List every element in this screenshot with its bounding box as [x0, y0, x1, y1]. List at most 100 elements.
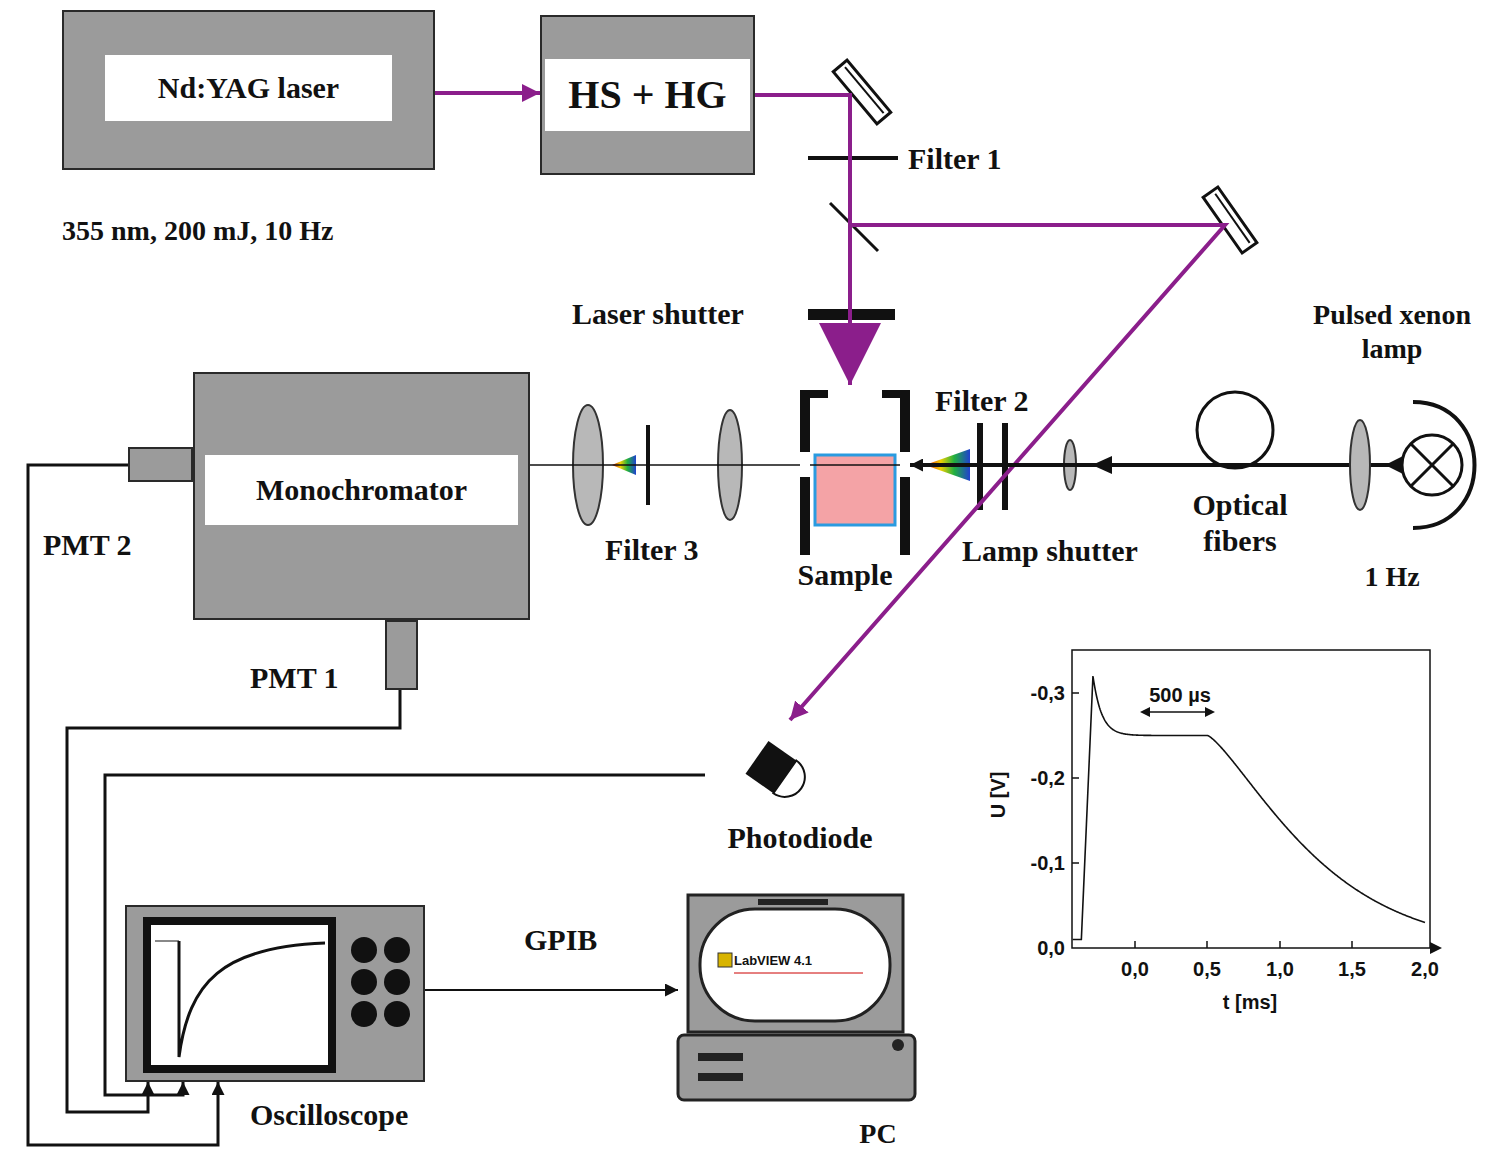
- screen: [147, 921, 332, 1069]
- knob: [351, 1001, 377, 1027]
- monitor: [688, 895, 903, 1032]
- axis-ticks: [1072, 693, 1352, 948]
- mirror-face: [1215, 194, 1249, 243]
- arrow-head: [1140, 707, 1150, 717]
- lens: [1350, 420, 1370, 510]
- tick: [1134, 941, 1136, 948]
- fiber-coil: [1197, 392, 1273, 468]
- oscilloscope: Oscilloscope: [125, 905, 425, 1082]
- lamp-cross: [1411, 444, 1453, 486]
- node-drawing: [800, 385, 910, 555]
- part-label: Filter 3: [605, 532, 730, 568]
- knob: [351, 969, 377, 995]
- node-drawing: [127, 907, 427, 1084]
- photodiode-icon: [746, 741, 813, 805]
- axis-label: 0,0: [1003, 936, 1065, 960]
- node-label: Monochromator: [205, 455, 518, 525]
- software-logo: [718, 953, 732, 967]
- node-sublabel: LabVIEW 4.1: [734, 953, 864, 969]
- laser-box: Nd:YAG laser: [62, 10, 435, 170]
- axis-label: -0,3: [1003, 681, 1065, 705]
- photodiode: Photodiode: [705, 720, 895, 860]
- tick: [1279, 941, 1281, 948]
- node-label: PC: [843, 1117, 913, 1151]
- optical-axis: [810, 464, 900, 466]
- node-label: Photodiode: [705, 820, 895, 856]
- node-label: Pulsed xenon lamp: [1307, 298, 1477, 365]
- node-label: PMT 2: [43, 527, 163, 563]
- node-label: Sample: [785, 557, 905, 593]
- logo-underline: [734, 973, 863, 974]
- holder-bar: [800, 390, 828, 398]
- axis-label: 500 µs: [1125, 683, 1235, 707]
- harmonic-box: HS + HG: [540, 15, 755, 175]
- part-label: Optical fibers: [1170, 487, 1310, 559]
- node-drawing: [678, 895, 915, 1100]
- connector: [755, 95, 1225, 720]
- connector-label: GPIB: [520, 922, 601, 958]
- trace-baseline: [155, 940, 179, 942]
- holder-bar: [900, 390, 910, 452]
- axis-label: t [ms]: [1200, 990, 1300, 1014]
- computer: PCLabVIEW 4.1: [678, 895, 915, 1100]
- axis-label: 2,0: [1400, 957, 1450, 981]
- span-arrow: [1146, 711, 1209, 713]
- part-label: Filter 1: [908, 141, 1038, 177]
- xenon-lamp: Pulsed xenon lamp 1 Hz: [1295, 298, 1488, 598]
- sample-holder: Sample: [800, 385, 910, 555]
- monochromator-box: Monochromator: [193, 372, 530, 620]
- part-label: Laser shutter: [572, 296, 797, 332]
- node-label: PMT 1: [250, 660, 370, 696]
- knob: [384, 1001, 410, 1027]
- node-label: Oscilloscope: [250, 1097, 460, 1133]
- drive-slot: [698, 1073, 743, 1081]
- knob: [384, 969, 410, 995]
- tick: [1072, 777, 1079, 779]
- signal-curve: [1073, 676, 1425, 940]
- connector: [425, 989, 678, 991]
- connector: [530, 464, 800, 466]
- axis-label: -0,1: [1003, 851, 1065, 875]
- power-button: [892, 1039, 904, 1051]
- part-label: 355 nm, 200 mJ, 10 Hz: [62, 214, 442, 248]
- knob: [384, 937, 410, 963]
- axis-label: 1,0: [1255, 957, 1305, 981]
- axis-label: 1,5: [1327, 957, 1377, 981]
- connector: [105, 775, 705, 1095]
- tick: [1351, 941, 1353, 948]
- chart-frame: [1072, 650, 1430, 948]
- monitor-slot: [758, 899, 828, 905]
- mirror: [833, 60, 890, 124]
- node-label: HS + HG: [545, 59, 750, 131]
- filter: [808, 156, 898, 160]
- holder-bar: [800, 477, 810, 555]
- drive-slot: [698, 1053, 743, 1061]
- connector: [755, 95, 850, 385]
- reflector: [1413, 402, 1475, 528]
- arrow-head: [1205, 707, 1215, 717]
- knob: [351, 937, 377, 963]
- tick: [1072, 862, 1079, 864]
- node-label: Nd:YAG laser: [105, 55, 392, 121]
- mirror-body: [833, 60, 890, 124]
- screen: [700, 909, 890, 1021]
- connector: [435, 91, 540, 95]
- axis-label: -0,2: [1003, 766, 1065, 790]
- tick: [1072, 692, 1079, 694]
- holder-bar: [900, 477, 910, 555]
- lamp-cross: [1411, 444, 1453, 486]
- lamp-bulb: [1402, 435, 1462, 495]
- trace: [179, 941, 325, 1057]
- axis-label: 0,5: [1182, 957, 1232, 981]
- node-sublabel: 1 Hz: [1352, 560, 1432, 594]
- connector: [910, 463, 1295, 467]
- detector-box: PMT 2: [128, 447, 193, 482]
- axis-arrow: [1430, 942, 1442, 954]
- part-label: Filter 2: [935, 383, 1060, 419]
- tick: [1206, 941, 1208, 948]
- detector-box: PMT 1: [385, 620, 418, 690]
- arrow-head: [1385, 456, 1403, 474]
- axis-label: 0,0: [1110, 957, 1160, 981]
- part-label: Lamp shutter: [962, 533, 1162, 569]
